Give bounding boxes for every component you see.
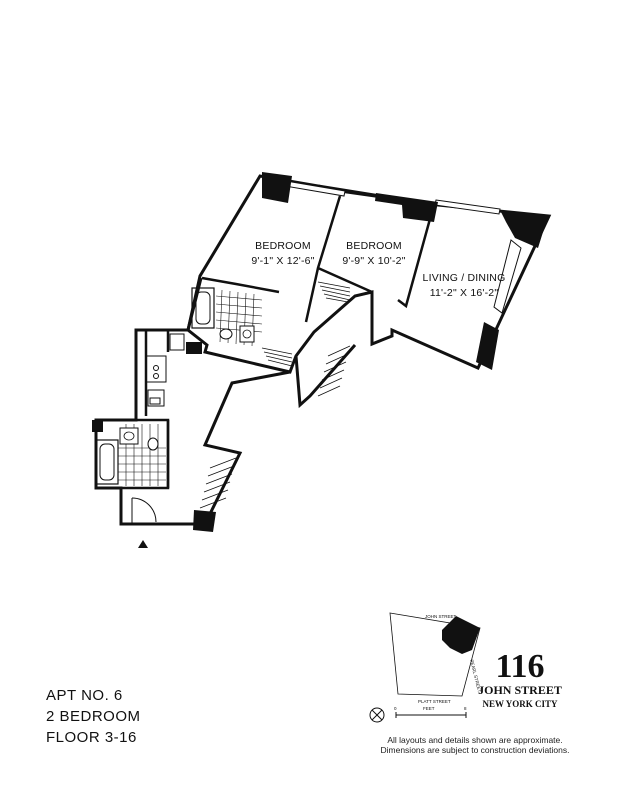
building-street: JOHN STREET: [478, 683, 562, 697]
kitchen: [145, 333, 185, 407]
key-plan-south-street: PLATT STREET: [418, 699, 451, 704]
scale-label: FEET: [423, 706, 435, 711]
scale-end: 8: [464, 706, 467, 711]
building-city: NEW YORK CITY: [482, 699, 558, 709]
key-plan-north-street: JOHN STREET: [425, 614, 457, 619]
entry-arrow-icon: [138, 540, 148, 548]
closets: [199, 281, 351, 509]
living-dims: 11'-2" X 16'-2": [430, 287, 499, 299]
columns: [92, 172, 548, 532]
bedroom-2-name: BEDROOM: [346, 240, 402, 252]
scale-start: 0: [394, 706, 397, 711]
apartment-floors: FLOOR 3-16: [46, 729, 137, 746]
apartment-type: 2 BEDROOM: [46, 708, 141, 725]
entry-door: [131, 497, 157, 524]
key-plan: JOHN STREET PEARL STREET PLATT STREET: [389, 612, 482, 704]
bathroom-lower: [95, 424, 166, 486]
compass-icon: [369, 707, 385, 723]
apartment-number: APT NO. 6: [46, 687, 123, 704]
disclaimer: All layouts and details shown are approx…: [360, 735, 590, 755]
disclaimer-line-1: All layouts and details shown are approx…: [387, 735, 563, 745]
partition-walls: [96, 195, 435, 490]
building-number: 116: [495, 648, 545, 685]
bathroom-upper: [191, 287, 263, 347]
scale-bar: 0 FEET 8: [394, 706, 467, 718]
apartment-info: APT NO. 6 2 BEDROOM FLOOR 3-16: [46, 685, 246, 748]
windows: [284, 180, 522, 314]
bedroom-2-dims: 9'-9" X 10'-2": [342, 255, 405, 267]
living-name: LIVING / DINING: [423, 272, 506, 284]
building-logo: 116 JOHN STREET NEW YORK CITY: [470, 648, 570, 710]
bedroom-1-dims: 9'-1" X 12'-6": [251, 255, 314, 267]
disclaimer-line-2: Dimensions are subject to construction d…: [380, 745, 570, 755]
bedroom-1-name: BEDROOM: [255, 240, 311, 252]
